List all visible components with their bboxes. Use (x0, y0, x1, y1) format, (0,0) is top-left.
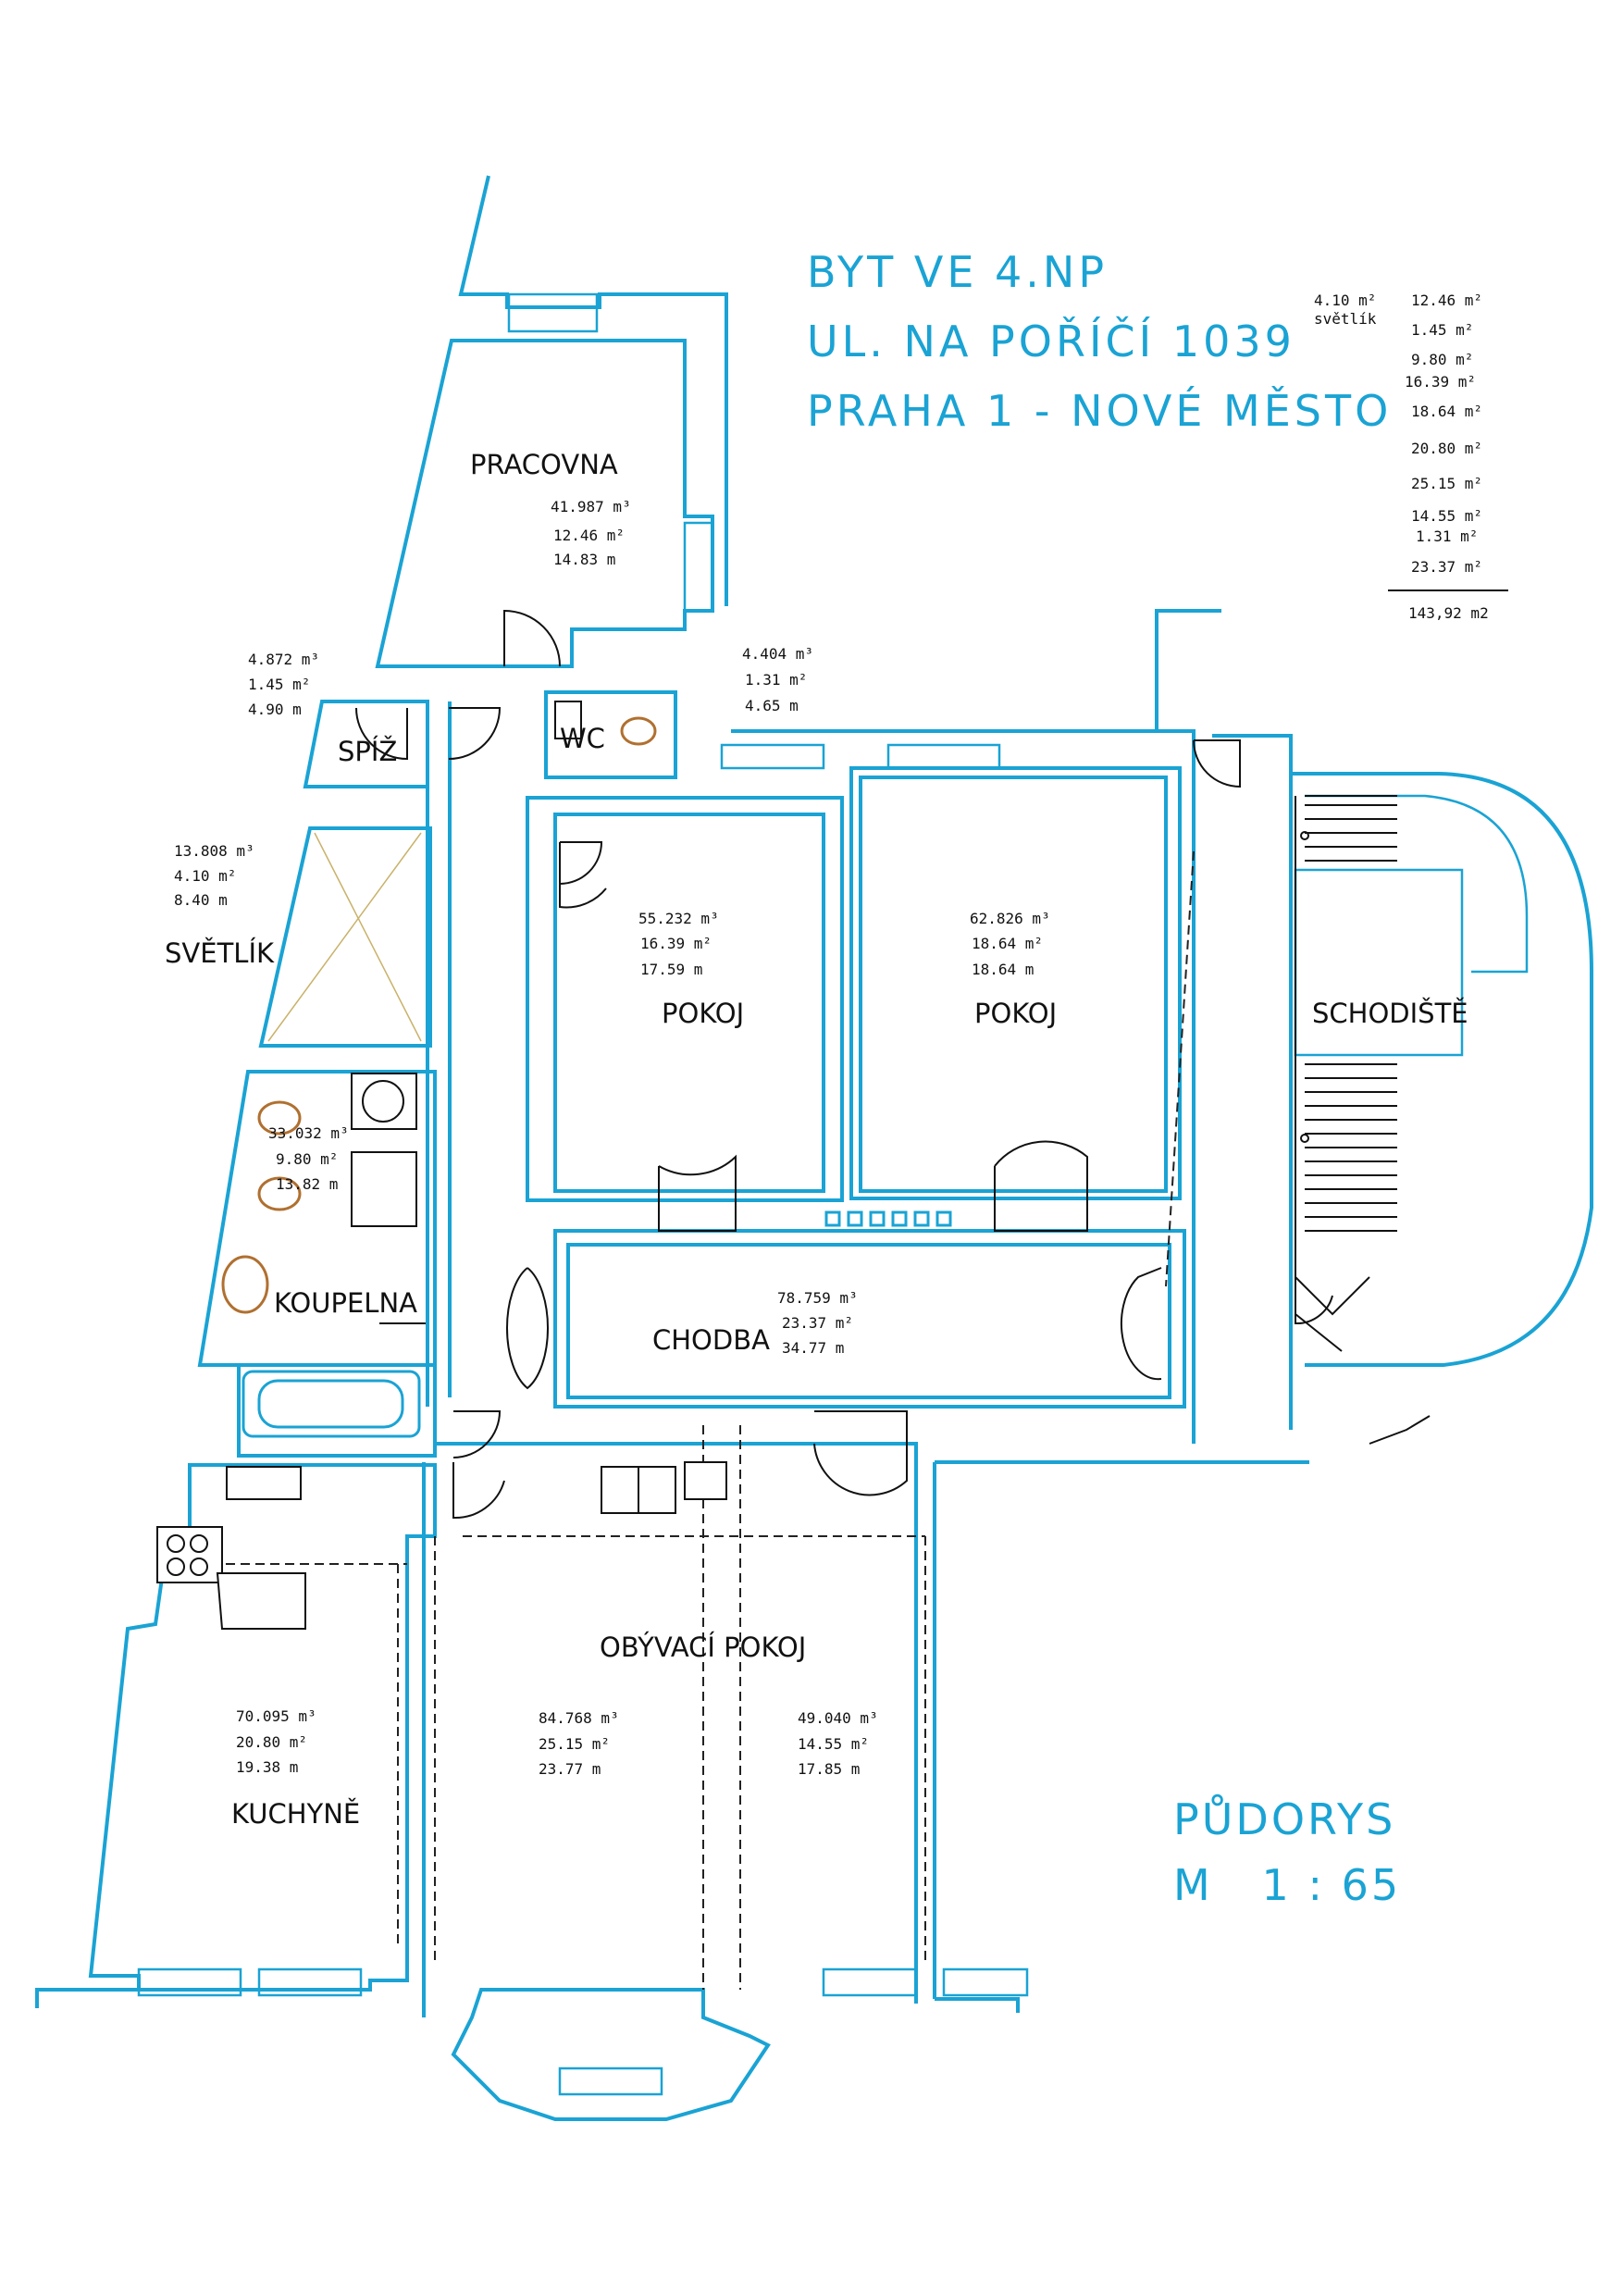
area-value: 25.15 m² (1411, 475, 1482, 492)
inner-dashed-lines (167, 850, 1195, 1990)
room-area: 25.15 m² (539, 1735, 610, 1753)
room-area: 20.80 m² (236, 1733, 307, 1751)
area-table: 4.10 m² světlík 12.46 m² 1.45 m² 9.80 m²… (1314, 292, 1508, 622)
room-perimeter: 23.77 m (539, 1760, 601, 1778)
room-perimeter: 8.40 m (174, 891, 228, 909)
room-koupelna: 33.032 m³ 9.80 m² 13.82 m KOUPELNA (268, 1124, 417, 1319)
area-value: 20.80 m² (1411, 440, 1482, 457)
area-value: 23.37 m² (1411, 558, 1482, 576)
room-volume: 78.759 m³ (777, 1289, 858, 1307)
area-value: 1.31 m² (1416, 527, 1478, 545)
title-line-3: PRAHA 1 - NOVÉ MĚSTO (807, 386, 1392, 436)
room-area: 12.46 m² (553, 527, 625, 544)
room-perimeter: 14.83 m (553, 551, 615, 568)
room-area: 14.55 m² (798, 1735, 869, 1753)
room-area: 1.45 m² (248, 676, 310, 693)
room-perimeter: 4.65 m (745, 697, 799, 714)
room-volume: 55.232 m³ (638, 910, 719, 927)
room-name: SCHODIŠTĚ (1312, 998, 1468, 1029)
room-name: SVĚTLÍK (165, 937, 275, 969)
room-wc: 4.404 m³ 1.31 m² 4.65 m WC (560, 645, 813, 754)
room-perimeter: 18.64 m (972, 961, 1034, 978)
room-name: PRACOVNA (470, 449, 618, 480)
room-volume: 49.040 m³ (798, 1709, 878, 1727)
skylight-area-label: světlík (1314, 310, 1377, 328)
room-pokoj-2: 62.826 m³ 18.64 m² 18.64 m POKOJ (970, 910, 1057, 1029)
room-kuchyne: 70.095 m³ 20.80 m² 19.38 m KUCHYNĚ (231, 1707, 360, 1830)
room-perimeter: 17.85 m (798, 1760, 860, 1778)
room-pracovna: PRACOVNA 41.987 m³ 12.46 m² 14.83 m (470, 449, 631, 568)
room-name: OBÝVACÍ POKOJ (600, 1632, 806, 1663)
plan-scale: M 1 : 65 (1173, 1860, 1401, 1910)
staircase (1294, 795, 1464, 1296)
room-spiz: 4.872 m³ 1.45 m² 4.90 m SPÍŽ (248, 651, 397, 767)
skylight-cross (267, 832, 422, 1042)
area-value: 12.46 m² (1411, 292, 1482, 309)
area-total: 143,92 m2 (1408, 604, 1489, 622)
room-volume: 13.808 m³ (174, 842, 254, 860)
room-name: POKOJ (662, 998, 744, 1029)
room-volume: 84.768 m³ (539, 1709, 619, 1727)
room-area: 9.80 m² (276, 1150, 338, 1168)
room-name: KUCHYNĚ (231, 1798, 360, 1830)
doors (355, 609, 1431, 1520)
room-perimeter: 4.90 m (248, 701, 302, 718)
title-line-2: UL. NA POŘÍČÍ 1039 (807, 316, 1295, 366)
room-name: WC (560, 723, 605, 754)
room-pokoj-1: 55.232 m³ 16.39 m² 17.59 m POKOJ (638, 910, 744, 1029)
fixtures (156, 701, 952, 1630)
room-volume: 62.826 m³ (970, 910, 1050, 927)
room-perimeter: 13.82 m (276, 1175, 338, 1193)
room-obyvaci-pokoj: OBÝVACÍ POKOJ 84.768 m³ 25.15 m² 23.77 m… (539, 1632, 878, 1778)
title-line-1: BYT VE 4.NP (807, 247, 1108, 297)
outer-walls (35, 175, 1593, 2121)
room-area: 16.39 m² (640, 935, 712, 952)
room-perimeter: 34.77 m (782, 1339, 844, 1357)
room-volume: 41.987 m³ (551, 498, 631, 515)
area-value: 9.80 m² (1411, 351, 1473, 368)
room-area: 23.37 m² (782, 1314, 853, 1332)
room-volume: 70.095 m³ (236, 1707, 316, 1725)
room-perimeter: 17.59 m (640, 961, 702, 978)
room-volume: 33.032 m³ (268, 1124, 349, 1142)
area-value: 16.39 m² (1405, 373, 1476, 391)
room-chodba: 78.759 m³ 23.37 m² 34.77 m CHODBA (652, 1289, 858, 1357)
skylight-area: 4.10 m² (1314, 292, 1376, 309)
room-schodiste: SCHODIŠTĚ (1312, 998, 1468, 1029)
room-area: 1.31 m² (745, 671, 807, 689)
area-value: 14.55 m² (1411, 507, 1482, 525)
room-area: 4.10 m² (174, 867, 236, 885)
room-name: KOUPELNA (274, 1287, 417, 1319)
room-name: SPÍŽ (338, 736, 397, 767)
room-volume: 4.404 m³ (742, 645, 813, 663)
area-value: 1.45 m² (1411, 321, 1473, 339)
room-perimeter: 19.38 m (236, 1758, 298, 1776)
room-svetlik: 13.808 m³ 4.10 m² 8.40 m SVĚTLÍK (165, 842, 275, 969)
room-area: 18.64 m² (972, 935, 1043, 952)
plan-label: PŮDORYS (1173, 1794, 1395, 1844)
area-value: 18.64 m² (1411, 403, 1482, 420)
room-name: POKOJ (974, 998, 1057, 1029)
room-volume: 4.872 m³ (248, 651, 319, 668)
room-name: CHODBA (652, 1324, 770, 1356)
